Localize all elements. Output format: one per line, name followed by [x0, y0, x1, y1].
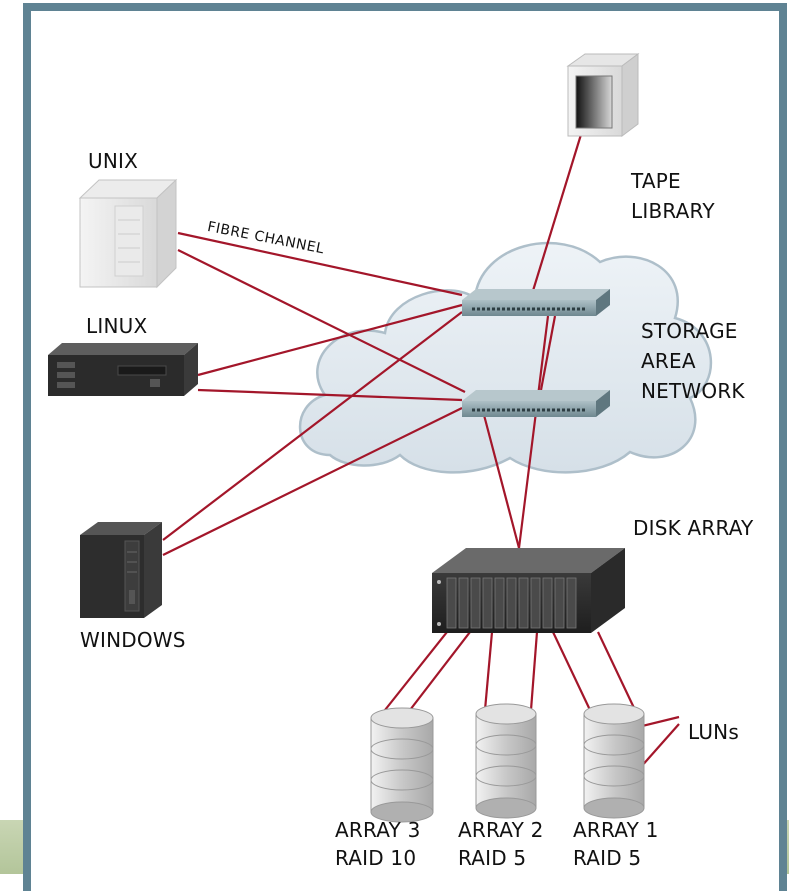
array2-raid: RAID 5	[458, 846, 527, 870]
link-switch1-diskarray-b	[517, 315, 550, 549]
linux-label: LINUX	[86, 314, 148, 338]
luns-label: LUNs	[688, 720, 739, 744]
tape-library-label-line1: TAPE	[631, 169, 681, 193]
link-array-lun-5	[552, 631, 591, 711]
database-icon-array2	[475, 703, 537, 819]
array3-raid: RAID 10	[335, 846, 417, 870]
link-unix-switch1	[177, 231, 463, 297]
luns-pointer-2	[639, 723, 680, 769]
link-switch1-switch2	[539, 315, 557, 391]
windows-tower-pc-icon	[80, 522, 162, 618]
san-label-line1: STORAGE	[641, 319, 738, 343]
link-array-lun-6	[597, 631, 636, 711]
switch-icon-bottom	[462, 390, 610, 417]
tape-library-label-line2: LIBRARY	[631, 199, 715, 223]
array3-name: ARRAY 3	[335, 818, 421, 842]
san-label-line2: AREA	[641, 349, 696, 373]
array1-raid: RAID 5	[573, 846, 642, 870]
fibre-channel-links	[162, 127, 680, 769]
array1-name: ARRAY 1	[573, 818, 659, 842]
link-windows-switch2	[162, 407, 463, 556]
linux-rack-server-icon	[48, 343, 198, 396]
database-icon-array3	[370, 707, 434, 823]
disk-array-label: DISK ARRAY	[633, 516, 754, 540]
link-array-lun-1	[384, 631, 448, 711]
link-array-lun-2	[409, 631, 471, 711]
tape-library-icon	[566, 53, 640, 137]
link-linux-switch2	[197, 388, 463, 402]
link-linux-switch1	[197, 303, 463, 377]
unix-server-icon	[78, 178, 178, 289]
switch-icon-top	[462, 289, 610, 316]
link-tape-switch1	[530, 127, 585, 295]
link-switch2-diskarray-a	[482, 414, 521, 549]
link-unix-switch2	[177, 249, 466, 393]
unix-label: UNIX	[88, 149, 138, 173]
windows-label: WINDOWS	[80, 628, 186, 652]
link-array-lun-3	[483, 631, 494, 711]
san-label-line3: NETWORK	[641, 379, 745, 403]
link-windows-switch1	[162, 311, 463, 541]
disk-array-icon	[432, 548, 625, 633]
array2-name: ARRAY 2	[458, 818, 544, 842]
link-array-lun-4	[529, 631, 539, 711]
database-icon-array1	[583, 703, 645, 819]
